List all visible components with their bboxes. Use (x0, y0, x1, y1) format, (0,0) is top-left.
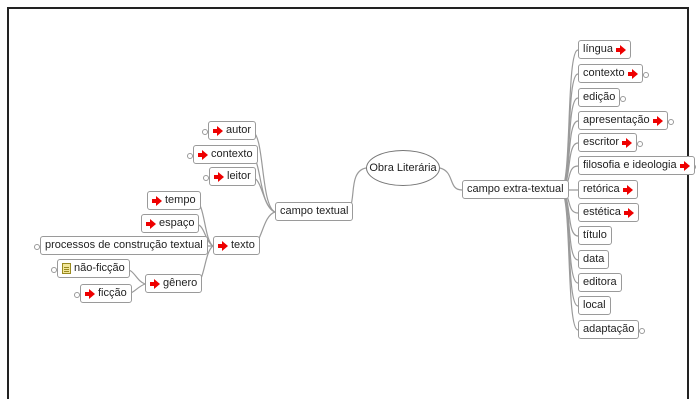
node-label: título (583, 229, 607, 241)
node-apresentacao[interactable]: apresentação (578, 111, 674, 130)
red-arrow-icon (652, 115, 663, 126)
collapse-toggle-icon[interactable] (51, 267, 57, 273)
node-label: escritor (583, 136, 620, 148)
node-label: não-ficção (74, 262, 125, 274)
node-label: contexto (583, 67, 625, 79)
note-icon (62, 263, 71, 274)
node-texto[interactable]: texto (213, 236, 260, 255)
collapse-toggle-icon[interactable] (74, 292, 80, 298)
red-arrow-icon (623, 207, 634, 218)
node-label: leitor (227, 170, 251, 182)
node-estetica[interactable]: estética (578, 203, 639, 222)
red-arrow-icon (622, 184, 633, 195)
node-label: estética (583, 206, 621, 218)
node-label: campo extra-textual (467, 183, 564, 195)
node-nao-ficcao[interactable]: não-ficção (51, 259, 130, 278)
collapse-toggle-icon[interactable] (620, 96, 627, 102)
red-arrow-icon (615, 44, 626, 55)
node-contexto-textual[interactable]: contexto (187, 145, 258, 164)
node-leitor[interactable]: leitor (203, 167, 256, 186)
node-autor[interactable]: autor (202, 121, 257, 140)
node-processos[interactable]: processos de construção textual (34, 236, 208, 255)
node-label: edição (583, 91, 616, 103)
red-arrow-icon (146, 218, 156, 229)
node-campo-extra-textual[interactable]: campo extra-textual (462, 180, 569, 199)
node-filosofia[interactable]: filosofia e ideologia (578, 156, 696, 175)
node-contexto-extra[interactable]: contexto (578, 64, 649, 83)
collapse-toggle-icon[interactable] (639, 328, 646, 334)
red-arrow-icon (150, 278, 160, 289)
node-label: apresentação (583, 114, 650, 126)
red-arrow-icon (627, 68, 638, 79)
red-arrow-icon (85, 288, 95, 299)
central-node[interactable]: Obra Literária (366, 150, 440, 186)
node-titulo[interactable]: título (578, 226, 612, 245)
node-label: retórica (583, 183, 620, 195)
node-lingua[interactable]: língua (578, 40, 631, 59)
node-label: texto (231, 239, 255, 251)
node-label: processos de construção textual (45, 239, 203, 251)
node-label: autor (226, 124, 252, 136)
node-label: campo textual (280, 205, 349, 217)
red-arrow-icon (622, 137, 633, 148)
node-campo-textual[interactable]: campo textual (275, 202, 354, 221)
node-local[interactable]: local (578, 296, 611, 315)
node-label: editora (583, 276, 617, 288)
node-label: língua (583, 43, 613, 55)
node-ficcao[interactable]: ficção (74, 284, 132, 303)
collapse-toggle-icon[interactable] (667, 119, 674, 125)
collapse-toggle-icon[interactable] (187, 153, 193, 159)
node-label: adaptação (583, 323, 635, 335)
red-arrow-icon (218, 240, 228, 251)
canvas-frame (7, 7, 689, 399)
red-arrow-icon (214, 171, 224, 182)
node-adaptacao[interactable]: adaptação (578, 320, 646, 339)
collapse-toggle-icon[interactable] (203, 175, 209, 181)
node-editora[interactable]: editora (578, 273, 622, 292)
node-label: filosofia e ideologia (583, 159, 677, 171)
node-label: local (583, 299, 606, 311)
central-node-label: Obra Literária (369, 162, 437, 174)
node-label: espaço (159, 217, 195, 229)
node-label: ficção (98, 287, 127, 299)
node-edicao[interactable]: edição (578, 88, 627, 107)
red-arrow-icon (198, 149, 208, 160)
node-espaco[interactable]: espaço (141, 214, 200, 233)
collapse-toggle-icon[interactable] (202, 129, 208, 135)
node-label: data (583, 253, 605, 265)
node-label: gênero (163, 277, 198, 289)
red-arrow-icon (213, 125, 223, 136)
red-arrow-icon (152, 195, 162, 206)
collapse-toggle-icon[interactable] (642, 72, 649, 78)
red-arrow-icon (679, 160, 690, 171)
node-label: contexto (211, 148, 253, 160)
node-genero[interactable]: gênero (145, 274, 203, 293)
node-tempo[interactable]: tempo (147, 191, 201, 210)
collapse-toggle-icon[interactable] (637, 141, 644, 147)
node-data[interactable]: data (578, 250, 610, 269)
node-retorica[interactable]: retórica (578, 180, 638, 199)
node-label: tempo (165, 194, 196, 206)
node-escritor[interactable]: escritor (578, 133, 644, 152)
collapse-toggle-icon[interactable] (34, 244, 40, 250)
